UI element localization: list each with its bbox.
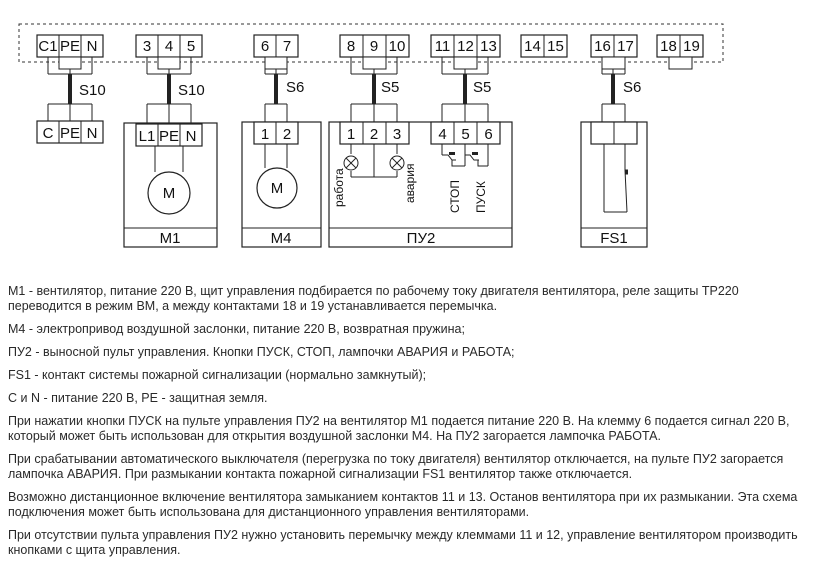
- lamp-work-icon: [343, 155, 359, 171]
- terminal-label: N: [87, 38, 98, 55]
- device-m1: L1 PE N M M1: [123, 122, 218, 248]
- device-fs1: FS1: [580, 121, 648, 248]
- terminal-block-6: 14 15: [520, 34, 568, 58]
- note-paragraph: FS1 - контакт системы пожарной сигнализа…: [8, 368, 427, 382]
- terminal-label: 12: [457, 38, 474, 55]
- terminal-label: C1: [38, 38, 57, 55]
- terminal-label: 1: [261, 126, 269, 143]
- note-paragraph: M1 - вентилятор, питание 220 В, щит упра…: [8, 284, 739, 313]
- terminal-label: 14: [524, 38, 541, 55]
- lamp-alarm-label: авария: [403, 164, 417, 203]
- terminal-label: 2: [370, 126, 378, 143]
- note-paragraph: При срабатывании автоматического выключа…: [8, 452, 784, 481]
- terminal-block-1: C1 PE N: [36, 34, 104, 70]
- terminal-label: N: [186, 128, 197, 145]
- terminal-label: 6: [484, 126, 492, 143]
- fs1-contact-icon: [603, 144, 628, 213]
- terminal-label: 1: [347, 126, 355, 143]
- terminal-label: 10: [389, 38, 406, 55]
- note-paragraph: М4 - электропривод воздушной заслонки, п…: [8, 322, 465, 336]
- device-name: M1: [160, 230, 181, 247]
- terminal-label: 3: [143, 38, 151, 55]
- button-start-icon: [472, 152, 478, 155]
- device-m4: 1 2 M M4: [241, 121, 322, 248]
- note-paragraph: При нажатии кнопки ПУСК на пульте управл…: [8, 414, 790, 443]
- cable-m1: [146, 57, 192, 126]
- terminal-label: 18: [660, 38, 677, 55]
- terminal-label: PE: [60, 38, 80, 55]
- note-paragraph: ПУ2 - выносной пульт управления. Кнопки …: [8, 345, 515, 359]
- button-stop-label: СТОП: [448, 180, 462, 213]
- terminal-label: 9: [370, 38, 378, 55]
- terminal-label: 15: [547, 38, 564, 55]
- terminal-block-3: 6 7: [253, 34, 299, 70]
- terminal-label: 19: [683, 38, 700, 55]
- cable-label: S10: [79, 82, 106, 99]
- terminal-block-2: 3 4 5: [135, 34, 203, 70]
- cable-pu2-buttons: [441, 57, 489, 122]
- terminal-label: 4: [165, 38, 173, 55]
- device-pu2: 1 2 3 4 5 6 работа авария: [328, 121, 513, 248]
- wiring-diagram: C1 PE N 3 4 5 6 7 8 9 10 11 12 13 14: [18, 23, 724, 248]
- device-name: FS1: [600, 230, 628, 247]
- terminal-label: 16: [594, 38, 611, 55]
- cable-supply: [47, 57, 93, 121]
- supply-terminal-block: C PE N: [36, 120, 104, 144]
- motor-label: M: [163, 185, 176, 202]
- cable-m4: [264, 57, 288, 122]
- terminal-block-5: 11 12 13: [430, 34, 501, 70]
- terminal-label: 6: [261, 38, 269, 55]
- terminal-block-7: 16 17: [590, 34, 638, 70]
- note-paragraph: Возможно дистанционное включение вентиля…: [8, 490, 798, 519]
- note-paragraph: C и N - питание 220 В, PE - защитная зем…: [8, 391, 268, 405]
- device-name: ПУ2: [407, 230, 436, 247]
- cable-fs1: [601, 57, 626, 122]
- motor-symbol: [147, 171, 191, 215]
- note-paragraph: При отсутствии пульта управления ПУ2 нуж…: [8, 528, 798, 557]
- cable-label: S5: [473, 79, 491, 96]
- terminal-label: 13: [480, 38, 497, 55]
- terminal-label: 5: [461, 126, 469, 143]
- motor-label: M: [271, 180, 284, 197]
- terminal-label: 17: [617, 38, 634, 55]
- device-name: M4: [271, 230, 292, 247]
- terminal-label: 3: [393, 126, 401, 143]
- terminal-label: PE: [60, 125, 80, 142]
- terminal-label: 8: [347, 38, 355, 55]
- motor-symbol: [256, 167, 298, 209]
- terminal-label: N: [87, 125, 98, 142]
- button-start-label: ПУСК: [474, 181, 488, 213]
- button-stop-icon: [449, 152, 455, 155]
- cable-pu2-lamps: [350, 57, 398, 122]
- cable-label: S5: [381, 79, 399, 96]
- terminal-label: L1: [139, 128, 156, 145]
- terminal-label: 4: [438, 126, 446, 143]
- cable-label: S10: [178, 82, 205, 99]
- lamp-alarm-icon: [389, 155, 405, 171]
- terminal-block-4: 8 9 10: [339, 34, 410, 70]
- description-notes: M1 - вентилятор, питание 220 В, щит упра…: [8, 284, 808, 558]
- terminal-block-8: 18 19: [656, 34, 704, 70]
- terminal-label: 7: [283, 38, 291, 55]
- terminal-label: C: [43, 125, 54, 142]
- terminal-label: 11: [435, 38, 451, 55]
- terminal-label: 5: [187, 38, 195, 55]
- terminal-label: 2: [283, 126, 291, 143]
- lamp-work-label: работа: [332, 168, 346, 207]
- cable-label: S6: [286, 79, 304, 96]
- terminal-label: PE: [159, 128, 179, 145]
- cable-label: S6: [623, 79, 641, 96]
